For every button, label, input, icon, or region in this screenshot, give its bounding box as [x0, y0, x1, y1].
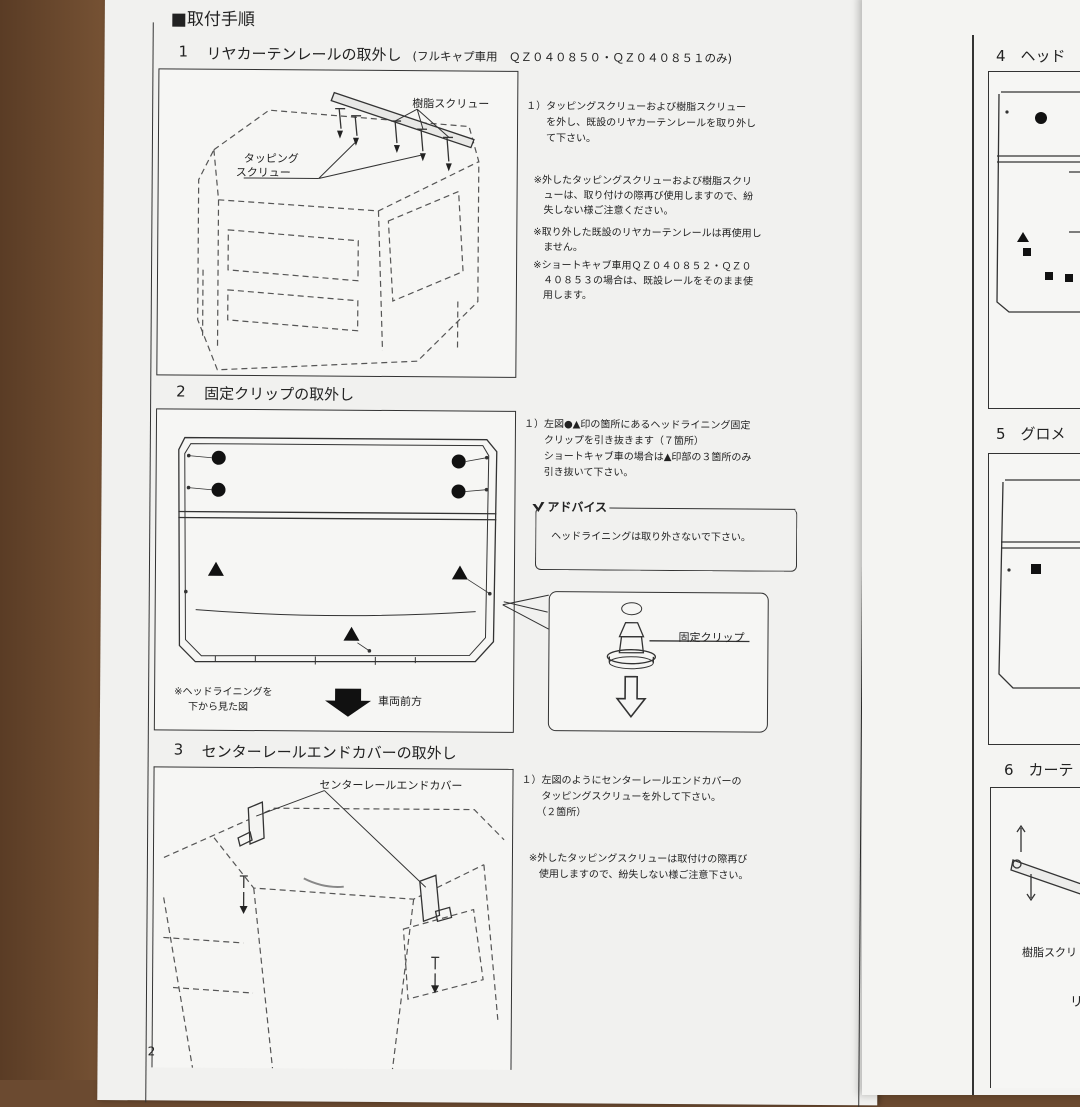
advice-text: ヘッドライニングは取り外さないで下さい。 [551, 531, 751, 544]
step2-illustration [153, 408, 517, 733]
step5-illustration [988, 453, 1080, 745]
step3-title: センターレールエンドカバーの取外し [201, 742, 457, 763]
step1-note-2a: ※取り外した既設のリヤカーテンレールは再使用し [533, 226, 762, 240]
step1-note-2b: ません。 [533, 241, 583, 254]
step4-diagram [996, 91, 1080, 313]
step2-text-2: クリップを引き抜きます（７箇所） [523, 434, 704, 448]
clip-detail-box [503, 591, 769, 733]
step1-note-1c: 失しない様ご注意ください。 [533, 204, 674, 217]
step1-title-suffix: (フルキャプ車用 ＱＺ０４０８５０・ＱＺ０４０８５１のみ) [412, 49, 733, 66]
step3-text-2: タッピングスクリューを外して下さい。 [521, 790, 722, 804]
step6-illustration [990, 787, 1080, 1088]
step1-text-1: １）タッピングスクリューおよび樹脂スクリュー [526, 100, 747, 114]
step1-text-2: を外し、既設のリヤカーテンレールを取り外し [526, 116, 757, 130]
step3-text-1: １）左図のようにセンターレールエンドカバーの [521, 774, 742, 788]
step1-text-3: て下さい。 [525, 132, 597, 145]
step6-heading: 6 カーテ [1004, 761, 1074, 779]
fixed-clip-diagram [503, 601, 750, 718]
step2-text-1: １）左図●▲印の箇所にあるヘッドライニング固定 [523, 418, 751, 432]
step2-text-4: 引き抜いて下さい。 [523, 466, 634, 479]
step6-label-ri: リ [1070, 995, 1080, 1010]
step3-illustration [151, 766, 514, 1070]
step1-note-1b: ューは、取り付けの際再び使用しますので、紛 [533, 189, 754, 203]
step1-number: 1 [178, 42, 189, 61]
label-resin-screw: 樹脂スクリュー [412, 97, 490, 111]
front-direction-label: 車両前方 [377, 694, 423, 709]
page-number: 2 [147, 1044, 156, 1059]
step2-title: 固定クリップの取外し [204, 384, 355, 404]
step4-heading: 4 ヘッド [996, 47, 1066, 65]
step1-illustration [156, 68, 519, 378]
advice-check-icon [532, 502, 545, 513]
step2-number: 2 [176, 382, 186, 401]
step1-note-3a: ※ショートキャブ車用ＱＺ０４０８５２・ＱＺ０ [533, 259, 752, 273]
step2-caption-2: 下から見た図 [187, 701, 249, 714]
center-rail-cover-diagram [163, 790, 505, 1070]
manual-page-right: 4 ヘッド 5 グロメ 6 カーテ [862, 0, 1080, 1095]
step3-note-1a: ※外したタッピングスクリューは取付けの際再び [528, 852, 748, 866]
label-center-rail-cover: センターレールエンドカバー [319, 778, 463, 793]
step5-diagram [998, 479, 1080, 689]
manual-page-left: ■取付手順 1 リヤカーテンレールの取外し (フルキャプ車用 ＱＺ０４０８５０・… [97, 0, 885, 1107]
headlining-diagram [178, 436, 498, 717]
step1-title: リヤカーテンレールの取外し [206, 44, 402, 65]
right-page-frame-line [972, 35, 974, 1095]
label-fixed-clip: 固定クリップ [678, 631, 745, 645]
detail-leader-line [502, 594, 549, 630]
step2-caption-1: ※ヘッドライニングを [174, 686, 273, 699]
step3-number: 3 [173, 740, 184, 759]
step1-note-1a: ※外したタッピングスクリューおよび樹脂スクリ [533, 174, 753, 188]
step6-diagram [1010, 824, 1080, 902]
step4-illustration [988, 71, 1080, 409]
step1-note-3c: 用します。 [532, 289, 592, 302]
step3-text-3: （２箇所） [521, 806, 587, 819]
cab-rear-diagram [197, 91, 480, 371]
label-tapping-2: スクリュー [235, 165, 291, 180]
step2-text-3: ショートキャブ車の場合は▲印部の３箇所のみ [523, 450, 752, 464]
step3-note-1b: 使用しますので、紛失しない様ご注意下さい。 [528, 868, 749, 882]
step6-label-resin: 樹脂スクリ [1022, 946, 1077, 959]
step5-heading: 5 グロメ [996, 425, 1066, 443]
step1-note-3b: ４０８５３の場合は、既設レールをそのまま使 [532, 274, 754, 288]
section-title: ■取付手順 [170, 9, 255, 31]
